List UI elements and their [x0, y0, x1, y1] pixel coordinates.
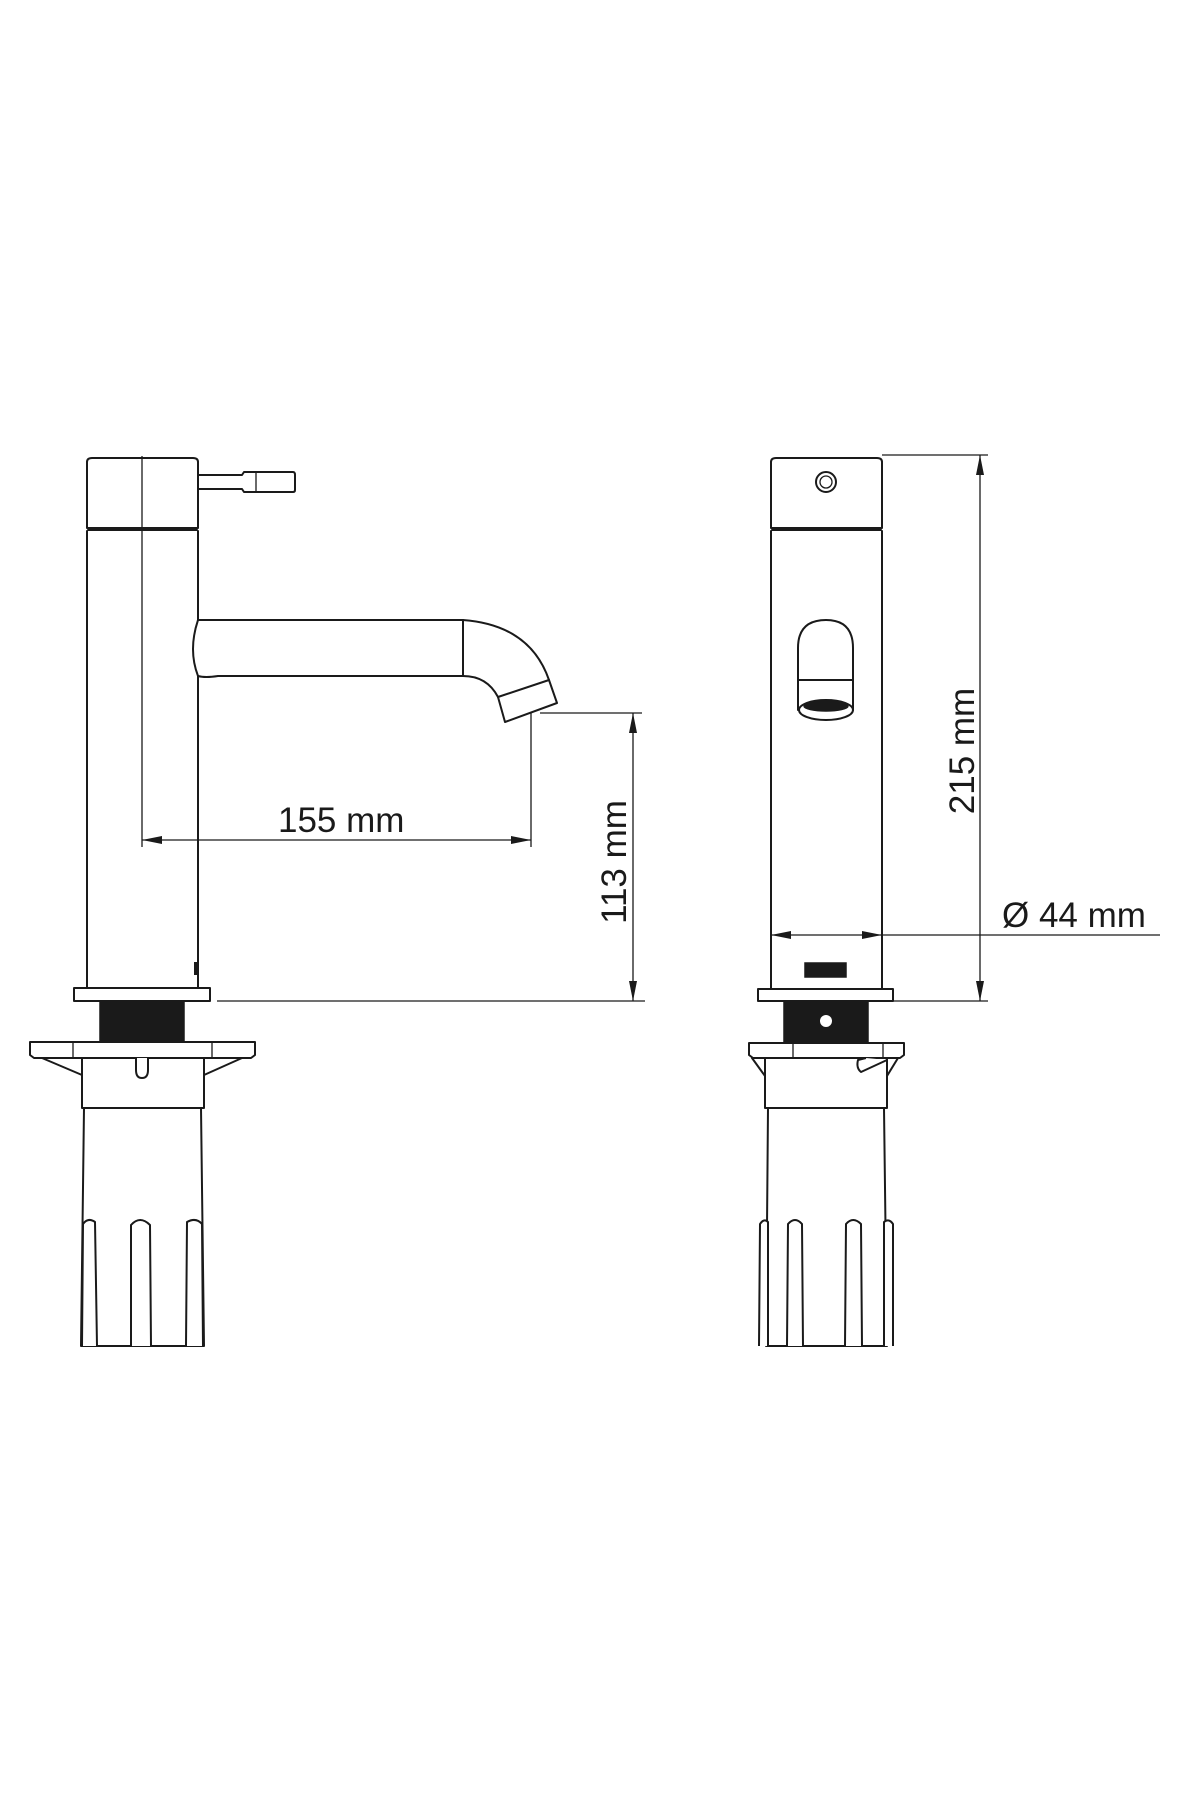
front-body: [770, 530, 883, 990]
side-handle-cap: [86, 457, 296, 531]
front-mounting: [748, 988, 905, 1347]
side-mounting: [29, 987, 256, 1347]
sensor-window: [804, 962, 847, 978]
front-handle-cap: [770, 457, 883, 531]
side-dimensions: 155 mm 113 mm: [141, 456, 645, 1002]
spout-height-label: 113 mm: [595, 800, 634, 924]
front-dimensions: 215 mm Ø 44 mm: [771, 454, 1160, 1002]
front-view: 215 mm Ø 44 mm: [748, 454, 1160, 1347]
front-spout-outlet: [797, 619, 854, 721]
side-body: [86, 530, 199, 989]
side-spout: [192, 619, 558, 723]
diameter-label: Ø 44 mm: [1002, 896, 1146, 935]
side-view: 155 mm 113 mm: [29, 456, 645, 1347]
spout-reach-label: 155 mm: [278, 801, 404, 840]
total-height-label: 215 mm: [943, 688, 982, 814]
